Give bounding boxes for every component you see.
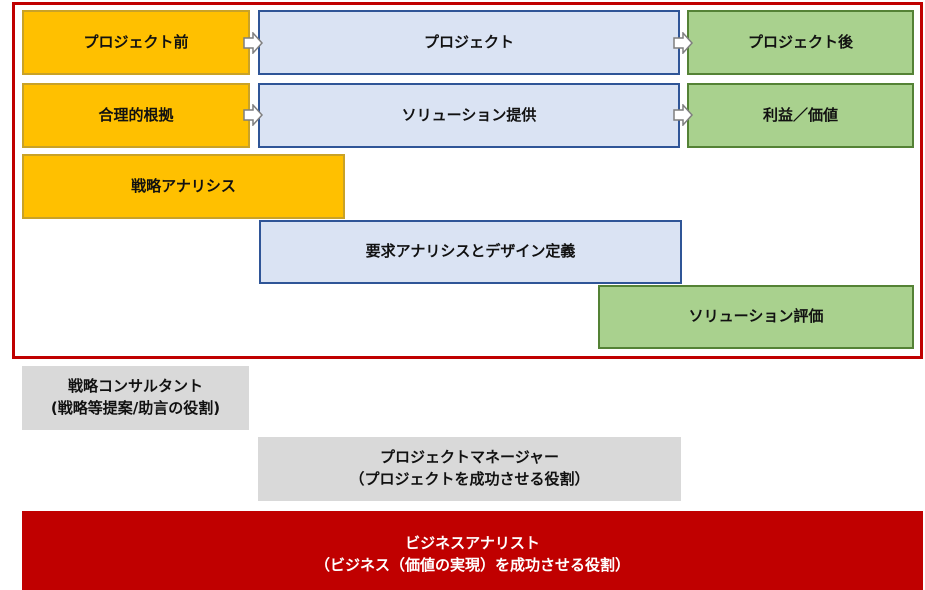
output-solution: ソリューション提供 xyxy=(258,83,680,148)
activity-requirements-label: 要求アナリシスとデザイン定義 xyxy=(365,242,576,261)
phase-before-label: プロジェクト前 xyxy=(83,32,189,51)
activity-evaluation: ソリューション評価 xyxy=(598,285,914,349)
role-ba-title: ビジネスアナリスト xyxy=(405,533,540,552)
phase-after-label: プロジェクト後 xyxy=(747,32,853,51)
arrow-right-icon xyxy=(673,104,693,126)
scope-frame xyxy=(12,2,923,359)
arrow-right-icon xyxy=(673,32,693,54)
phase-project: プロジェクト xyxy=(258,10,680,75)
phase-after: プロジェクト後 xyxy=(687,10,914,75)
phase-before: プロジェクト前 xyxy=(22,10,250,75)
role-ba: ビジネスアナリスト （ビジネス（価値の実現）を成功させる役割） xyxy=(22,511,923,590)
arrow-right-icon xyxy=(243,32,263,54)
role-consultant-title: 戦略コンサルタント xyxy=(67,377,203,396)
activity-strategy-label: 戦略アナリシス xyxy=(131,176,236,195)
role-consultant-desc: (戦略等提案/助言の役割) xyxy=(50,399,221,417)
activity-evaluation-label: ソリューション評価 xyxy=(688,307,824,326)
role-consultant: 戦略コンサルタント (戦略等提案/助言の役割) xyxy=(22,366,249,430)
role-ba-desc: （ビジネス（価値の実現）を成功させる役割） xyxy=(314,555,630,574)
phase-project-label: プロジェクト xyxy=(423,32,514,51)
activity-requirements: 要求アナリシスとデザイン定義 xyxy=(259,220,682,284)
arrow-right-icon xyxy=(243,104,263,126)
output-rationale: 合理的根拠 xyxy=(22,83,250,148)
activity-strategy: 戦略アナリシス xyxy=(22,154,345,219)
role-pm: プロジェクトマネージャー （プロジェクトを成功させる役割） xyxy=(258,437,681,501)
output-benefit: 利益／価値 xyxy=(687,83,914,148)
output-rationale-label: 合理的根拠 xyxy=(98,105,174,124)
output-solution-label: ソリューション提供 xyxy=(401,105,537,124)
role-pm-title: プロジェクトマネージャー xyxy=(380,448,559,467)
output-benefit-label: 利益／価値 xyxy=(762,105,838,124)
role-pm-desc: （プロジェクトを成功させる役割） xyxy=(349,470,590,488)
